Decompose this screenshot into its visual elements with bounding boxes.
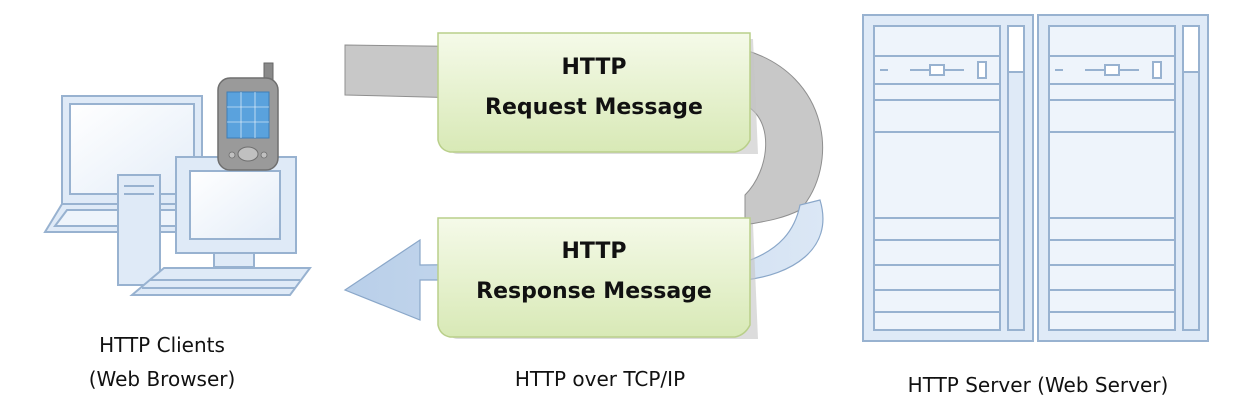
response-note-text: HTTP Response Message — [438, 232, 750, 312]
request-message-note — [437, 32, 758, 154]
channel-label: HTTP over TCP/IP — [514, 367, 686, 391]
client-label-line2: (Web Browser) — [88, 367, 236, 391]
client-devices — [43, 62, 312, 296]
request-note-line1: HTTP — [561, 55, 627, 80]
response-note-line1: HTTP — [561, 239, 627, 264]
pda-phone-icon — [217, 62, 279, 171]
desktop-monitor-icon — [175, 156, 297, 268]
request-note-text: HTTP Request Message — [438, 48, 750, 128]
keyboard-icon — [129, 267, 312, 296]
response-note-line2: Response Message — [476, 279, 712, 304]
client-label: HTTP Clients (Web Browser) — [52, 328, 272, 396]
server-rack-left-icon — [862, 14, 1034, 342]
request-note-line2: Request Message — [485, 95, 703, 120]
response-flow-arrow — [343, 199, 824, 321]
response-message-note — [437, 217, 758, 339]
desktop-tower-icon — [117, 174, 161, 286]
server-rack-right-icon — [1037, 14, 1209, 342]
client-label-line1: HTTP Clients — [99, 333, 225, 357]
server-label: HTTP Server (Web Server) — [907, 373, 1169, 397]
server-racks — [862, 14, 1209, 342]
